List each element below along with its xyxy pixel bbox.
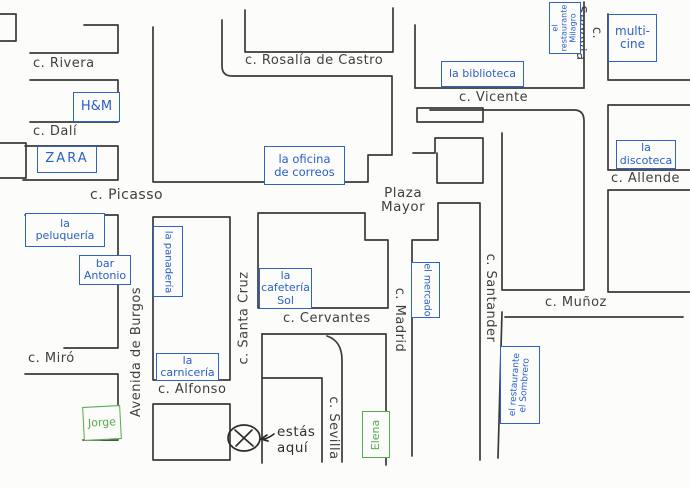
place-discoteca: la discoteca bbox=[616, 140, 676, 169]
place-multicine: multi- cine bbox=[608, 14, 657, 62]
place-zara: ZARA bbox=[37, 146, 97, 173]
plaza-mayor-label: Plaza Mayor bbox=[381, 185, 426, 216]
street-label-santander: c. Santander bbox=[483, 253, 498, 343]
street-label-sevilla: c. Sevilla bbox=[326, 396, 341, 460]
place-carniceria: la carnicería bbox=[156, 353, 219, 381]
street-label-picasso: c. Picasso bbox=[90, 187, 164, 203]
street-label-cervantes: c. Cervantes bbox=[283, 311, 371, 326]
street-label-avenida-burgos: Avenida de Burgos bbox=[129, 286, 144, 418]
street-label-allende: c. Allende bbox=[611, 171, 681, 186]
street-label-miro: c. Miró bbox=[28, 351, 75, 366]
place-mercado: el mercado bbox=[411, 262, 440, 318]
street-label-munoz: c. Muñoz bbox=[545, 295, 607, 310]
place-bar-antonio: bar Antonio bbox=[79, 255, 131, 285]
person-elena: Elena bbox=[362, 411, 390, 458]
you-are-here-marker bbox=[227, 424, 275, 452]
street-label-santa-cruz: c. Santa Cruz bbox=[236, 271, 252, 365]
street-label-dali: c. Dalí bbox=[33, 124, 78, 139]
place-biblioteca: la biblioteca bbox=[441, 61, 524, 87]
place-restaurante-sombrero: el restaurante el Sombrero bbox=[500, 346, 540, 424]
you-are-here-label: estás aquí bbox=[277, 424, 316, 456]
place-panaderia: la panadería bbox=[153, 226, 183, 297]
street-label-vicente: c. Vicente bbox=[459, 90, 529, 105]
place-cafeteria-sol: la cafetería Sol bbox=[259, 268, 312, 309]
place-peluqueria: la peluquería bbox=[25, 213, 105, 247]
street-label-madrid: c. Madrid bbox=[392, 287, 407, 353]
person-jorge: Jorge bbox=[82, 405, 122, 441]
street-label-segovia: c. Segovia bbox=[573, 5, 604, 60]
place-oficina-correos: la oficina de correos bbox=[264, 146, 345, 185]
place-hm: H&M bbox=[73, 92, 120, 122]
place-restaurante-milagro: el restaurante Milagro bbox=[549, 2, 581, 54]
street-label-rivera: c. Rivera bbox=[33, 56, 95, 71]
street-label-rosalia: c. Rosalía de Castro bbox=[245, 53, 384, 68]
street-label-alfonso: c. Alfonso bbox=[158, 382, 227, 397]
